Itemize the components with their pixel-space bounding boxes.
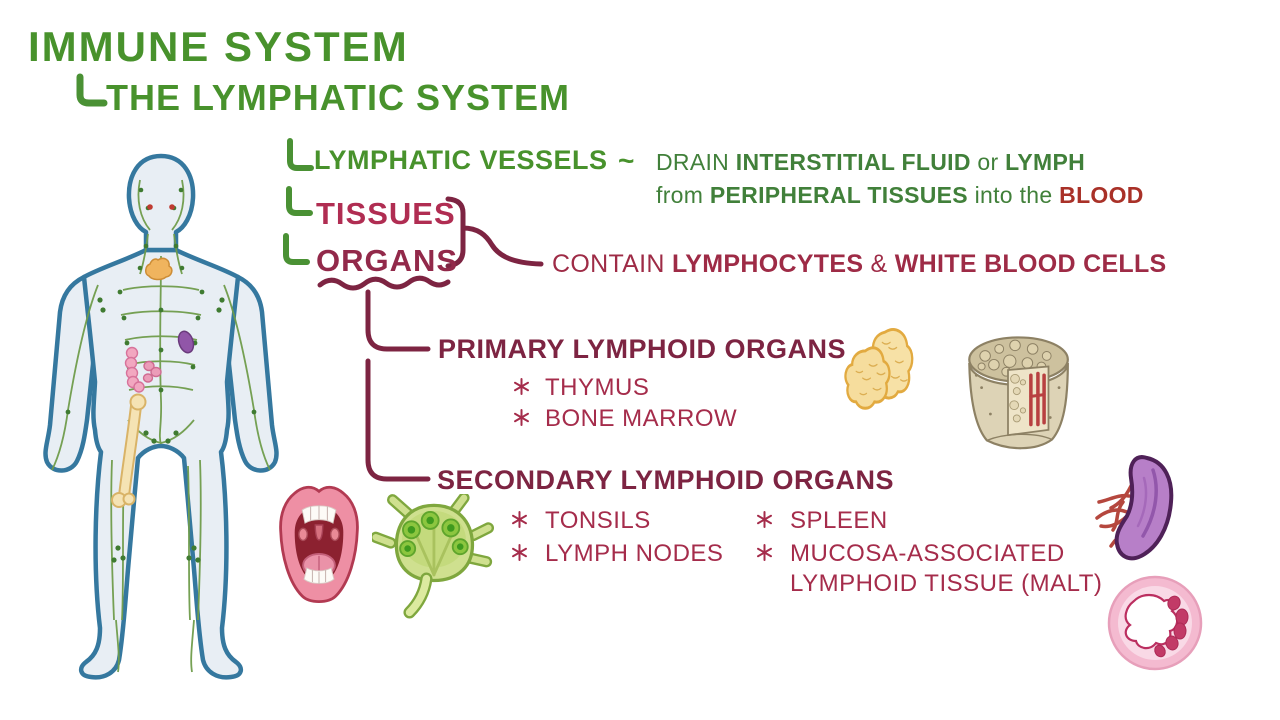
primary-lymphoid-organs-title: PRIMARY LYMPHOID ORGANS <box>438 334 847 364</box>
asterisk-bullet-icon <box>757 511 772 528</box>
vessels-note-line1: DRAIN INTERSTITIAL FLUID or LYMPH <box>656 151 1085 174</box>
note-text: from <box>656 182 710 208</box>
note-text-bold: INTERSTITIAL FLUID <box>735 149 971 175</box>
contain-note: CONTAIN LYMPHOCYTES & WHITE BLOOD CELLS <box>552 252 1167 277</box>
contain-text: CONTAIN <box>552 250 672 278</box>
asterisk-bullet-icon <box>512 544 527 561</box>
secondary-item-malt: MUCOSA-ASSOCIATED LYMPHOID TISSUE (MALT) <box>790 540 1103 597</box>
tonsil-left <box>298 527 309 542</box>
contain-text-bold: LYMPHOCYTES <box>672 250 864 278</box>
organs-label: ORGANS <box>316 243 459 278</box>
spongy-texture <box>1009 373 1027 423</box>
contain-text: & <box>863 250 895 278</box>
tonsil-right <box>329 527 340 542</box>
branch-to-primary <box>365 289 431 352</box>
body-spleen <box>177 330 195 354</box>
page-subtitle: THE LYMPHATIC SYSTEM <box>106 77 571 118</box>
branch-l-organs <box>283 233 310 265</box>
primary-item-bone-marrow: BONE MARROW <box>545 405 738 432</box>
secondary-item-tonsils: TONSILS <box>545 507 651 534</box>
branch-l-subtitle <box>76 73 108 107</box>
note-text: DRAIN <box>656 149 736 175</box>
body-thymus <box>145 257 173 281</box>
branch-to-secondary <box>365 358 431 482</box>
bone-marrow-illustration <box>968 336 1069 450</box>
branch-l-tissues <box>286 186 313 216</box>
secondary-item-lymph-nodes: LYMPH NODES <box>545 540 724 567</box>
body-intestine <box>124 346 162 393</box>
uvula <box>314 524 324 541</box>
lymph-vessel-network <box>51 179 271 673</box>
note-text: into the <box>967 182 1060 208</box>
vessels-note-line2: from PERIPHERAL TISSUES into the BLOOD <box>656 184 1144 207</box>
malt-follicles <box>1154 595 1189 658</box>
blood-word: BLOOD <box>1059 182 1144 208</box>
node-follicles <box>399 511 469 558</box>
tilde-connector: ~ <box>618 145 635 176</box>
mouth-tonsils-illustration <box>279 485 359 604</box>
asterisk-bullet-icon <box>514 378 529 395</box>
body-femur-bone <box>111 393 147 508</box>
organs-squiggle-underline <box>317 275 451 291</box>
body-head <box>126 153 196 253</box>
lymph-node-illustration <box>372 494 494 619</box>
tissues-label: TISSUES <box>316 196 456 231</box>
note-text-bold: LYMPH <box>1005 149 1086 175</box>
spleen-illustration <box>1095 455 1174 561</box>
thymus-illustration <box>844 328 914 410</box>
bracket-hook-to-contain <box>460 225 544 267</box>
secondary-item-spleen: SPLEEN <box>790 507 888 534</box>
asterisk-bullet-icon <box>757 544 772 561</box>
secondary-lymphoid-organs-title: SECONDARY LYMPHOID ORGANS <box>437 465 895 495</box>
contain-text-bold: WHITE BLOOD CELLS <box>894 250 1167 278</box>
primary-item-thymus: THYMUS <box>545 374 650 401</box>
note-text-bold: PERIPHERAL TISSUES <box>709 182 968 208</box>
malt-illustration <box>1107 575 1203 671</box>
page-title: IMMUNE SYSTEM <box>28 23 409 70</box>
lymphatic-vessels-label: LYMPHATIC VESSELS <box>314 145 608 175</box>
tissues-organs-bracket <box>445 196 466 269</box>
body-torso-legs <box>78 247 244 680</box>
branch-l-vessels <box>287 138 314 171</box>
marrow-vessels <box>1029 371 1046 427</box>
body-tonsil-dots <box>147 204 175 210</box>
note-text: or <box>970 149 1006 175</box>
human-body-illustration <box>43 153 279 680</box>
asterisk-bullet-icon <box>512 511 527 528</box>
asterisk-bullet-icon <box>514 409 529 426</box>
